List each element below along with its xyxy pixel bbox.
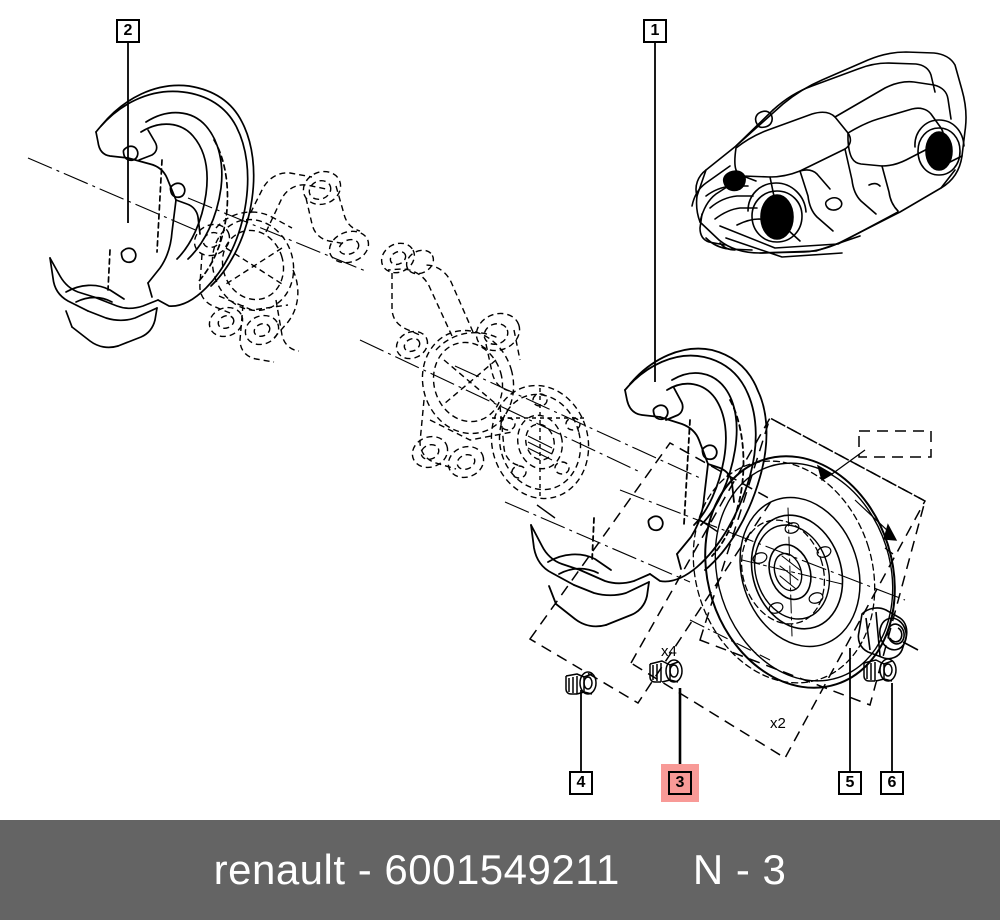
brake-dust-shield-left — [49, 84, 255, 349]
footer-part-reference: renault - 6001549211 N - 3 — [213, 846, 787, 893]
callout-3[interactable]: 3 — [668, 771, 692, 795]
callout-5[interactable]: 5 — [838, 771, 862, 795]
callout-leader-lines — [127, 43, 893, 771]
callout-1[interactable]: 1 — [643, 19, 667, 43]
assembly-arrows — [536, 449, 898, 661]
steering-knuckle-right — [380, 242, 523, 479]
brake-disc — [692, 455, 896, 689]
wheel-hub — [490, 384, 590, 500]
assembly-centerlines — [27, 157, 906, 601]
dust-shield-bolt — [565, 671, 597, 695]
disc-group-box — [629, 416, 927, 760]
disc-mounting-bolts-x4 — [649, 659, 683, 683]
hub-cap-nut — [857, 607, 919, 660]
sedan-vehicle-outline — [691, 51, 967, 258]
group-boxes — [528, 416, 932, 760]
brake-dust-shield-right — [530, 347, 768, 628]
callout-4[interactable]: 4 — [569, 771, 593, 795]
empty-placeholder-box — [858, 430, 932, 458]
footer-bar: renault - 6001549211 N - 3 — [0, 820, 1000, 920]
callout-2[interactable]: 2 — [116, 19, 140, 43]
quantity-label-x4: x4 — [661, 643, 677, 660]
disc-retaining-screw — [863, 658, 897, 682]
quantity-label-x2: x2 — [770, 715, 786, 732]
callout-6[interactable]: 6 — [880, 771, 904, 795]
steering-knuckle-left — [193, 170, 370, 363]
